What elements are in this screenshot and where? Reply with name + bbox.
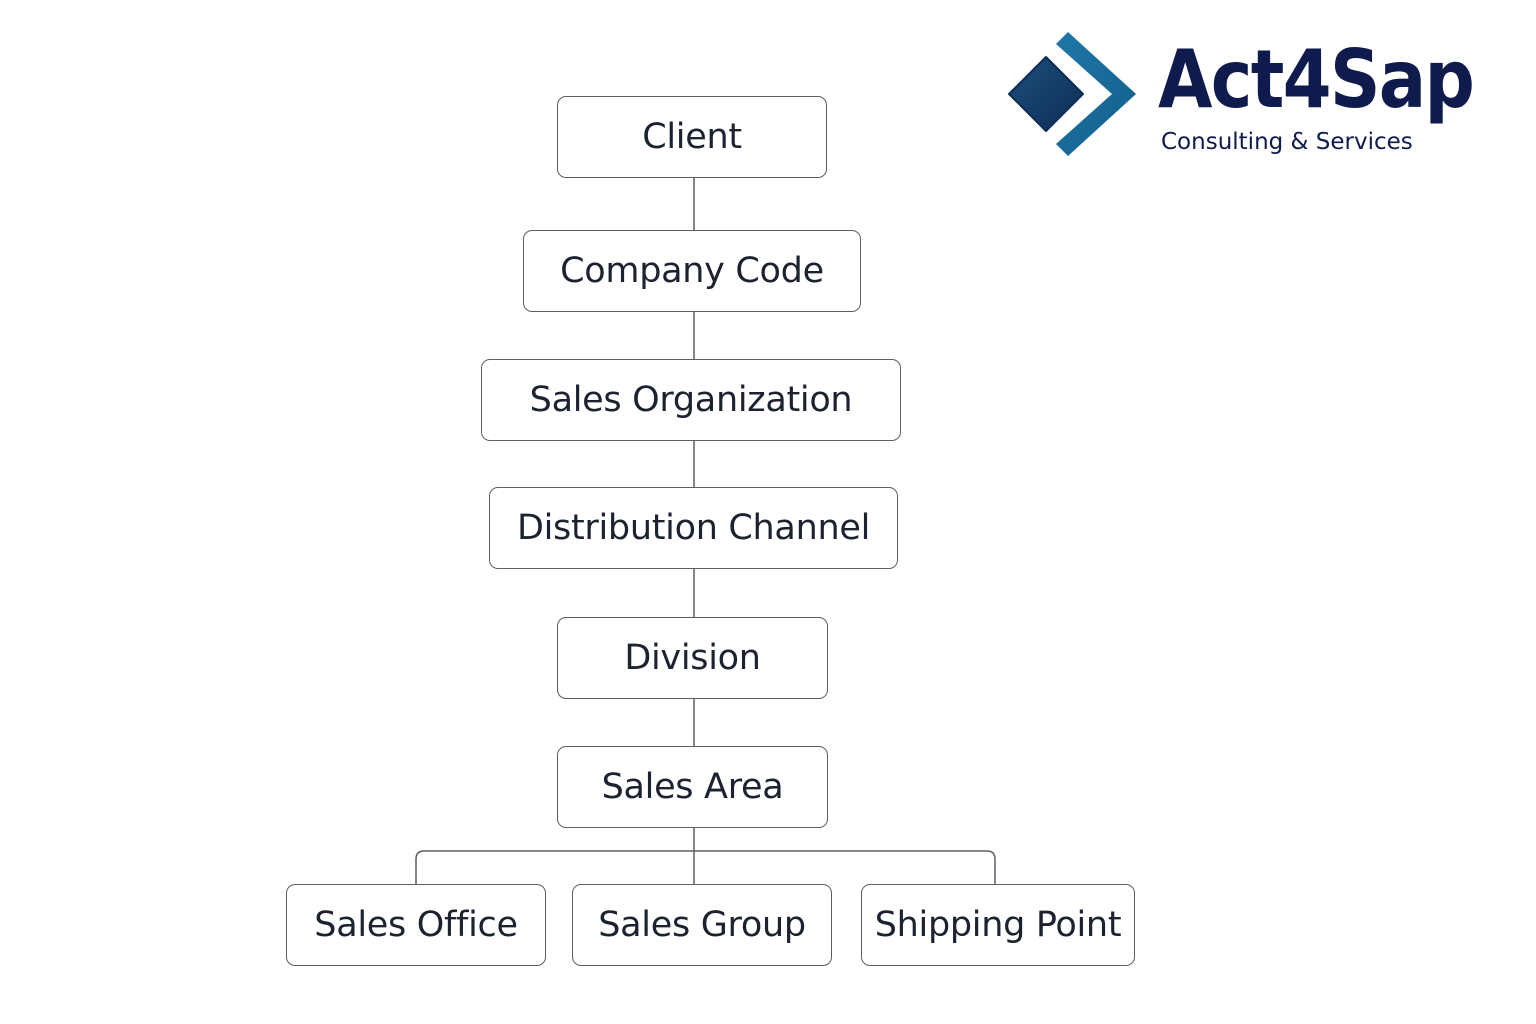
node-division: Division	[557, 617, 828, 699]
node-sales-area-label: Sales Area	[601, 767, 784, 807]
brand-tagline: Consulting & Services	[1161, 129, 1413, 155]
node-client-label: Client	[642, 117, 742, 157]
connector-branch-office	[415, 850, 694, 884]
node-sales-area: Sales Area	[557, 746, 828, 828]
node-company-code-label: Company Code	[560, 251, 824, 291]
chevron-diamond-logo-icon	[1008, 32, 1136, 156]
brand-logo: Act4Sap Consulting & Services	[1005, 28, 1505, 168]
node-division-label: Division	[624, 638, 761, 678]
node-distribution-channel: Distribution Channel	[489, 487, 898, 569]
node-company-code: Company Code	[523, 230, 861, 312]
node-shipping-point: Shipping Point	[861, 884, 1135, 966]
node-client: Client	[557, 96, 827, 178]
node-sales-office-label: Sales Office	[314, 905, 518, 945]
connector-branch-shipping	[694, 850, 996, 884]
node-distribution-channel-label: Distribution Channel	[516, 508, 870, 548]
node-sales-office: Sales Office	[286, 884, 546, 966]
node-sales-organization-label: Sales Organization	[529, 380, 853, 420]
brand-name: Act4Sap	[1158, 33, 1475, 126]
node-sales-group-label: Sales Group	[598, 905, 806, 945]
node-shipping-point-label: Shipping Point	[874, 905, 1122, 945]
node-sales-group: Sales Group	[572, 884, 832, 966]
node-sales-organization: Sales Organization	[481, 359, 901, 441]
